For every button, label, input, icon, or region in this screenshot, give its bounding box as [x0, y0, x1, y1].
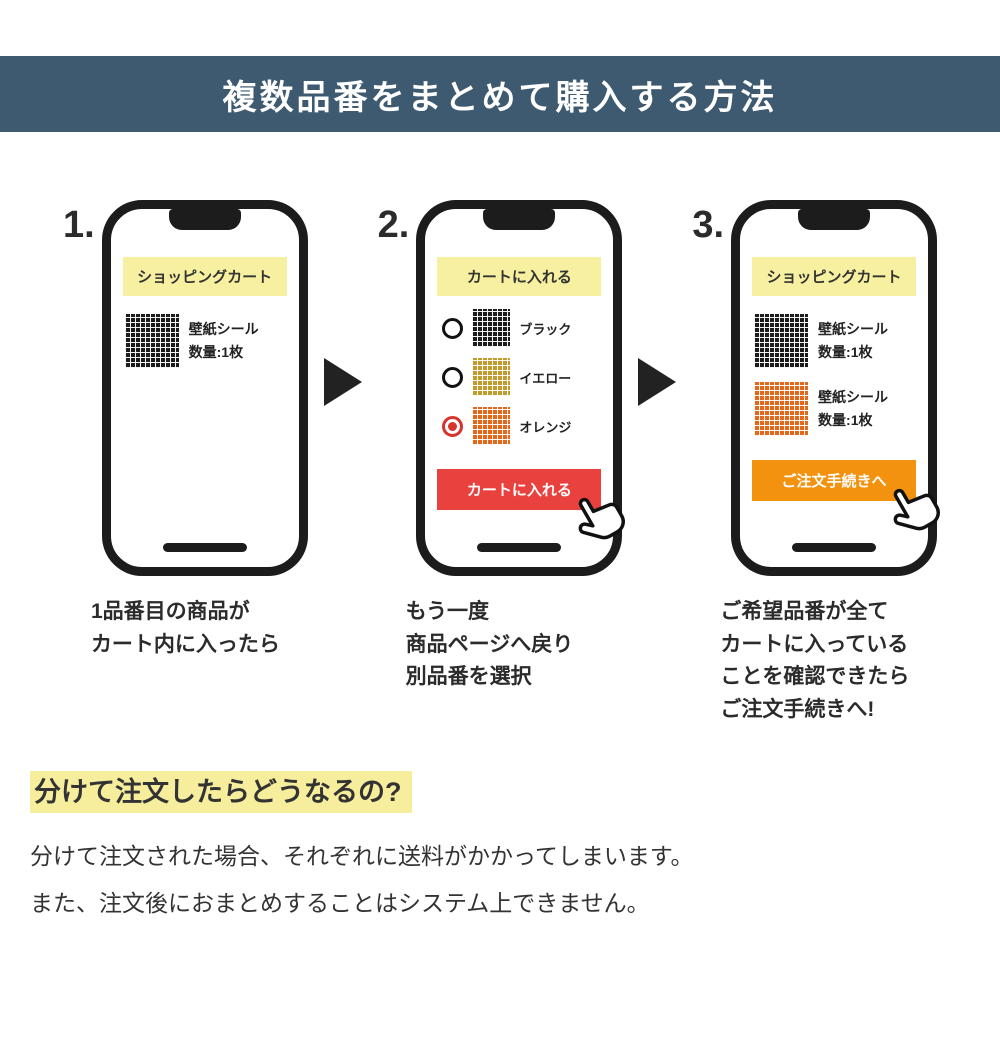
product-name: 壁紙シール [188, 320, 259, 337]
color-option-label: ブラック [519, 321, 572, 337]
step-3: 3. ショッピングカート 壁紙シール 数量:1枚 壁紙 [692, 200, 940, 726]
step-caption-3: ご希望品番が全て カートに入っている ことを確認できたら ご注文手続きへ! [720, 600, 910, 721]
notice-section: 分けて注文したらどうなるの? 分けて注文された場合、それぞれに送料がかかってしま… [30, 770, 970, 927]
step-number-3: 3. [692, 204, 725, 246]
arrow-right-icon [638, 358, 677, 406]
phone-mockup-1: ショッピングカート 壁紙シール 数量:1枚 [101, 200, 308, 576]
page-title: 複数品番をまとめて購入する方法 [222, 78, 778, 117]
proceed-to-order-button[interactable]: ご注文手続きへ [752, 460, 917, 501]
add-to-cart-button[interactable]: カートに入れる [437, 469, 602, 510]
add-to-cart-banner: カートに入れる [437, 257, 602, 296]
phone-notch [483, 209, 556, 230]
notice-heading: 分けて注文したらどうなるの? [30, 770, 412, 814]
step-caption-2: もう一度 商品ページへ戻り 別品番を選択 [405, 600, 574, 689]
step-number-2: 2. [377, 204, 410, 246]
cart-item: 壁紙シール 数量:1枚 [754, 314, 914, 368]
radio-button-yellow[interactable] [442, 366, 464, 388]
steps-row: 1. ショッピングカート 壁紙シール 数量:1枚 1品番目の商品が カート内に入… [0, 200, 1000, 726]
cart-header-banner: ショッピングカート [122, 257, 287, 296]
phone-mockup-2: カートに入れる ブラック イエロー オレンジ [416, 200, 626, 576]
phone-notch [798, 209, 871, 230]
hand-cursor-icon [873, 468, 958, 553]
color-option-label: オレンジ [519, 419, 572, 435]
notice-body: 分けて注文された場合、それぞれに送料がかかってしまいます。 また、注文後におまと… [30, 843, 694, 917]
product-name: 壁紙シール [818, 320, 889, 337]
step-number-1: 1. [62, 204, 95, 246]
header-banner: 複数品番をまとめて購入する方法 [0, 56, 1000, 132]
phone-home-indicator [792, 543, 877, 552]
cart-item: 壁紙シール 数量:1枚 [754, 382, 914, 436]
color-option-black: ブラック [442, 309, 601, 347]
phone-home-indicator [477, 543, 562, 552]
product-thumbnail-orange [754, 382, 809, 436]
product-quantity: 数量:1枚 [188, 344, 244, 360]
cart-header-banner: ショッピングカート [752, 257, 917, 296]
arrow-right-icon [323, 358, 362, 406]
step-caption-1: 1品番目の商品が カート内に入ったら [90, 600, 280, 656]
highlighted-heading-text: 分けて注文したらどうなるの? [30, 771, 412, 814]
product-name: 壁紙シール [818, 388, 889, 405]
color-option-label: イエロー [519, 370, 572, 386]
product-thumbnail-black [124, 314, 179, 368]
step-2: 2. カートに入れる ブラック イエロー [377, 200, 626, 694]
cart-item: 壁紙シール 数量:1枚 [124, 314, 285, 368]
phone-home-indicator [162, 543, 247, 552]
color-swatch-black [472, 309, 511, 347]
hand-cursor-icon [558, 477, 643, 562]
product-quantity: 数量:1枚 [818, 344, 873, 360]
color-option-orange: オレンジ [442, 407, 601, 445]
radio-button-black[interactable] [442, 317, 464, 339]
phone-mockup-3: ショッピングカート 壁紙シール 数量:1枚 壁紙シール 数量:1枚 [731, 200, 940, 576]
phone-notch [168, 209, 241, 230]
radio-button-orange-selected[interactable] [442, 415, 464, 437]
product-quantity: 数量:1枚 [818, 412, 873, 428]
color-swatch-orange [472, 407, 511, 445]
color-option-yellow: イエロー [442, 358, 601, 396]
step-1: 1. ショッピングカート 壁紙シール 数量:1枚 1品番目の商品が カート内に入… [63, 200, 308, 661]
color-swatch-yellow [472, 358, 511, 396]
product-thumbnail-black [754, 314, 809, 368]
